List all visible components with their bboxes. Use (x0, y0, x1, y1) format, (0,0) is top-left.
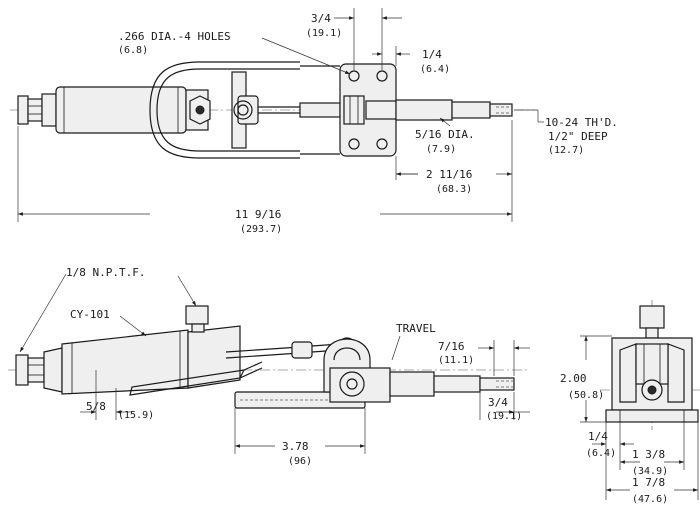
side-cylinder (43, 325, 241, 395)
dim-hole-spacing: 3/4 (311, 12, 331, 25)
inlet-fitting (17, 95, 43, 125)
end-dim-side-offset: 1/4 (588, 430, 608, 443)
dim-overall-mm: (293.7) (240, 224, 282, 235)
linkage-yoke (149, 61, 341, 159)
side-view (8, 305, 530, 409)
travel-label: TRAVEL (396, 322, 436, 335)
dim-hole-offset-mm: (6.4) (420, 64, 450, 75)
dim-hole-spacing-mm: (19.1) (306, 28, 342, 39)
dim-travel-mm: (11.1) (438, 355, 474, 366)
side-dimensions: 1/8 N.P.T.F. CY-101 TRAVEL 7/16 (11.1) 5… (19, 266, 530, 467)
end-dimensions: 2.00 (50.8) 1/4 (6.4) 1 3/8 (34.9) 1 7/8… (560, 335, 699, 505)
plunger-dia: 5/16 DIA. (415, 128, 475, 141)
cylinder-body (41, 86, 209, 134)
end-dim-height-mm: (50.8) (568, 390, 604, 401)
dim-hole-offset: 1/4 (422, 48, 442, 61)
cylinder-label: CY-101 (70, 308, 110, 321)
thread-note-mm: (12.7) (548, 145, 584, 156)
dim-stroke-length: 2 11/16 (426, 168, 472, 181)
end-dim-base-width: 1 7/8 (632, 476, 665, 489)
top-dimensions: 3/4 (19.1) 1/4 (6.4) .266 DIA.-4 HOLES (… (17, 8, 618, 235)
dim-base-offset: 5/8 (86, 400, 106, 413)
dim-base-offset-mm: (15.9) (118, 410, 154, 421)
thread-note-1: 10-24 TH'D. (545, 116, 618, 129)
plunger-top (395, 99, 513, 121)
dim-overall: 11 9/16 (235, 208, 281, 221)
dim-tip-mm: (19.1) (486, 411, 522, 422)
thread-note-2: 1/2" DEEP (548, 130, 608, 143)
dim-stroke-length-mm: (68.3) (436, 184, 472, 195)
dim-base-length: 3.78 (282, 440, 309, 453)
dim-tip: 3/4 (488, 396, 508, 409)
side-clamp-block (323, 338, 515, 403)
end-dim-base-width-mm: (47.6) (632, 494, 668, 505)
end-dim-hole-width-mm: (34.9) (632, 466, 668, 477)
end-dim-side-offset-mm: (6.4) (586, 448, 616, 459)
holes-note: .266 DIA.-4 HOLES (118, 30, 231, 43)
dim-base-length-mm: (96) (288, 456, 312, 467)
end-dim-hole-width: 1 3/8 (632, 448, 665, 461)
port-fitting-top (189, 95, 211, 125)
end-dim-height: 2.00 (560, 372, 587, 385)
holes-note-mm: (6.8) (118, 45, 148, 56)
dim-travel: 7/16 (438, 340, 465, 353)
side-inlet-fitting (15, 354, 45, 386)
end-view (600, 300, 700, 430)
top-view (10, 61, 535, 159)
side-port-fitting (185, 305, 209, 333)
port-label: 1/8 N.P.T.F. (66, 266, 145, 279)
plunger-dia-mm: (7.9) (426, 144, 456, 155)
base-plate-top (339, 63, 397, 157)
